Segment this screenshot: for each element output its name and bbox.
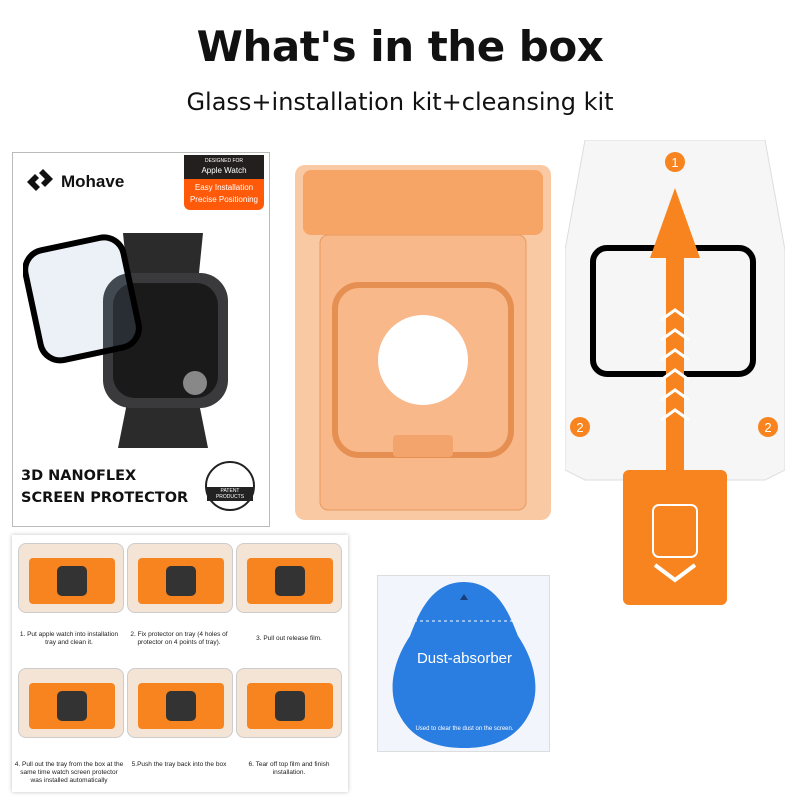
page-title: What's in the box: [196, 22, 604, 71]
protector-film: 1 2 2: [565, 140, 785, 605]
step-caption: 6. Tear off top film and finish installa…: [248, 761, 330, 776]
dust-label: Dust-absorber: [416, 650, 513, 667]
product-name: 3D NANOFLEX SCREEN PROTECTOR: [21, 465, 188, 509]
patent-seal: PATENT PRODUCTS: [205, 461, 255, 511]
product-package: Mohave DESIGNED FOR Apple Watch Easy Inst…: [12, 152, 270, 527]
badge-line1: Easy Installation: [194, 183, 254, 192]
step1-marker: 1: [671, 155, 678, 170]
instruction-sheet: 1. Put apple watch into installation tra…: [12, 535, 348, 792]
watch-image: [23, 233, 228, 448]
step-caption: 3. Pull out release film.: [256, 635, 322, 642]
step-photo: [127, 543, 233, 613]
step-photo: [236, 543, 342, 613]
badge-line2: Precise Positioning: [189, 195, 259, 204]
brand-mark-icon: [27, 169, 53, 191]
step-caption: 1. Put apple watch into installation tra…: [19, 631, 119, 646]
dust-absorber: Dust-absorber Used to clear the dust on …: [377, 575, 550, 752]
badge-model: Apple Watch: [201, 166, 247, 175]
step-photo: [18, 543, 124, 613]
product-line1: 3D NANOFLEX: [21, 468, 137, 484]
dust-sticker: [392, 582, 536, 748]
dust-note: Used to clear the dust on the screen.: [415, 726, 514, 732]
step-caption: 5.Push the tray back into the box: [131, 761, 227, 768]
page-subtitle: Glass+installation kit+cleansing kit: [186, 88, 614, 116]
product-line2: SCREEN PROTECTOR: [21, 490, 189, 506]
step-photo: [236, 668, 342, 738]
brand-logo: Mohave: [25, 169, 124, 195]
step-caption: 4. Pull out the tray from the box at the…: [14, 761, 124, 784]
step2-marker-left: 2: [576, 420, 583, 435]
badge-small: DESIGNED FOR: [204, 158, 244, 164]
compat-badge: DESIGNED FOR Apple Watch Easy Installatio…: [184, 155, 264, 210]
brand-name: Mohave: [61, 172, 125, 191]
step-photo: [18, 668, 124, 738]
step-caption: 2. Fix protector on tray (4 holes of pro…: [130, 631, 228, 646]
seal-text: PATENT PRODUCTS: [207, 487, 253, 501]
step2-marker-right: 2: [764, 420, 771, 435]
fingerprint-icon: [652, 504, 698, 558]
step-photo: [127, 668, 233, 738]
installation-tray: [295, 165, 551, 520]
